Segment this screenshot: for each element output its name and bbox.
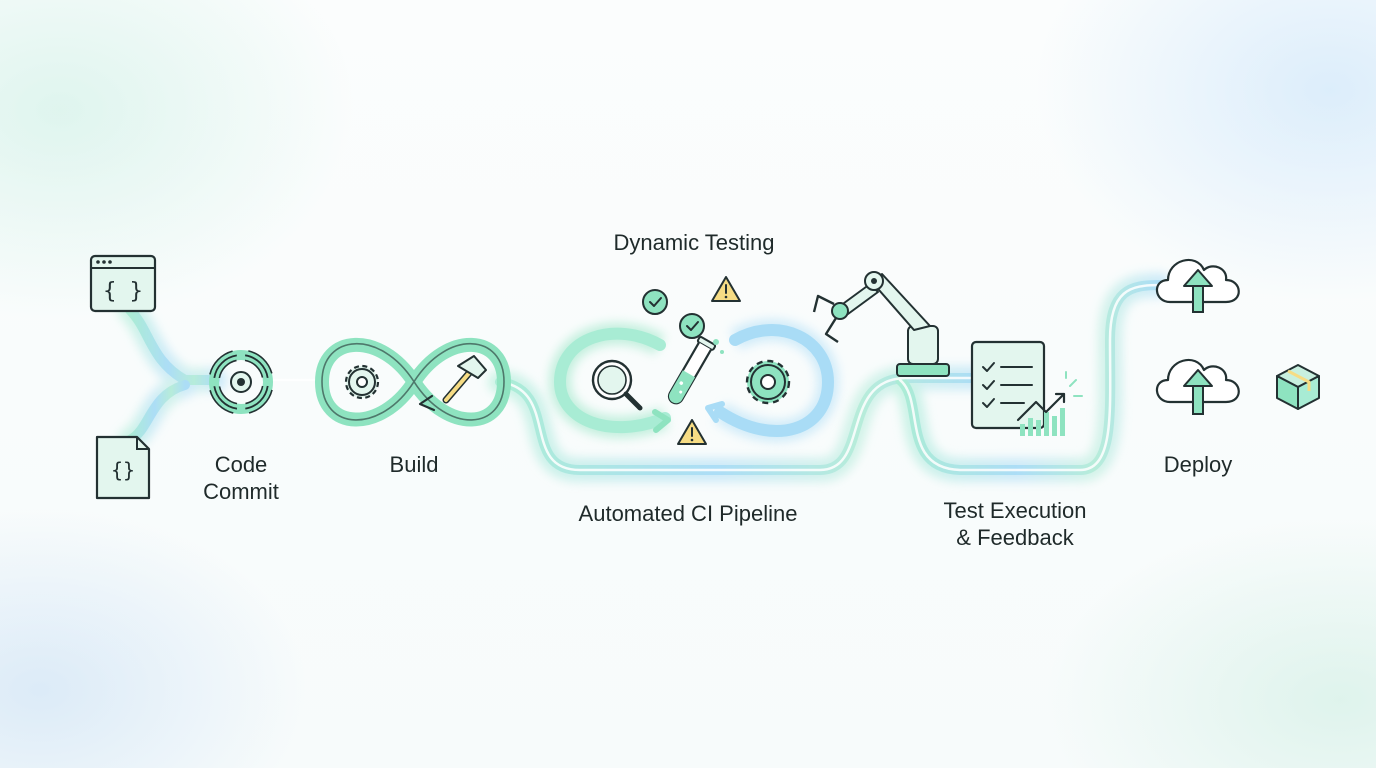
cloud-upload-icon [1155, 359, 1240, 415]
label-code-commit-line1: Code [214, 452, 268, 477]
test-tube-icon [667, 336, 717, 405]
robot-arm-icon [812, 271, 950, 377]
svg-text:{ }: { } [103, 279, 143, 304]
label-deploy: Deploy [1163, 452, 1233, 477]
warning-triangle-icon [711, 276, 741, 302]
label-test-execution-line2: & Feedback [956, 525, 1074, 550]
label-code-commit: Code Commit [188, 451, 294, 505]
bubble-dot [720, 350, 724, 354]
check-circle-icon [642, 289, 668, 315]
magnifier-icon [591, 359, 643, 411]
commit-target-icon [208, 349, 274, 415]
warning-triangle-icon [677, 419, 707, 445]
svg-text:{}: {} [111, 458, 135, 482]
check-circle-icon [679, 313, 705, 339]
gear-icon [745, 359, 791, 405]
gear-icon [344, 364, 380, 400]
code-file-icon: {} [95, 435, 151, 500]
label-code-commit-line2: Commit [203, 479, 279, 504]
checklist-chart-icon [970, 340, 1083, 436]
pipeline-connectors [118, 273, 1210, 482]
code-browser-icon: { } [89, 254, 157, 313]
package-box-icon [1276, 364, 1320, 410]
label-test-execution-feedback: Test Execution & Feedback [915, 497, 1115, 551]
label-build: Build [389, 452, 439, 477]
label-test-execution-line1: Test Execution [943, 498, 1087, 523]
hammer-icon [442, 355, 487, 404]
label-dynamic-testing: Dynamic Testing [613, 230, 775, 255]
cloud-upload-icon [1155, 259, 1240, 313]
label-automated-ci-pipeline: Automated CI Pipeline [578, 501, 798, 526]
infinity-gear-hammer-icon [315, 337, 511, 427]
bubble-dot [713, 339, 719, 345]
testing-loop [548, 319, 840, 442]
